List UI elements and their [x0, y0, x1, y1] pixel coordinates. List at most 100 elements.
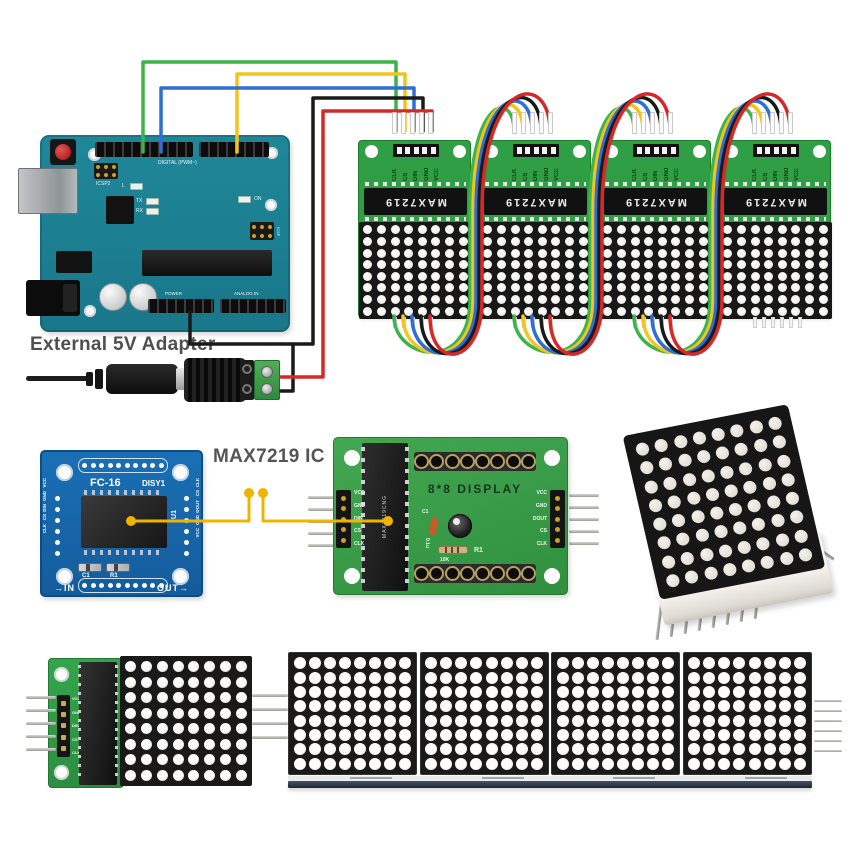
led-dot: [702, 565, 719, 581]
header-pin: [26, 696, 56, 699]
pin-label-vcc: VCC: [554, 168, 560, 181]
led-dot: [751, 517, 767, 533]
led-dot: [603, 260, 613, 270]
led-dot: [818, 225, 828, 235]
icsp-label: ICSP: [276, 227, 281, 237]
header-pin: [308, 544, 334, 547]
led-dot: [141, 692, 153, 704]
led-dot: [698, 283, 708, 293]
led-dot: [616, 260, 626, 270]
led-dot: [793, 743, 806, 756]
led-dot: [616, 295, 626, 305]
led-dot: [431, 260, 441, 270]
led-dot: [571, 714, 584, 727]
c1-value: 0.1u: [424, 538, 430, 549]
led-dot: [777, 225, 787, 235]
led-dot: [125, 769, 137, 781]
led-dot: [780, 472, 796, 488]
tx-led: [146, 198, 159, 205]
led-dot: [793, 700, 806, 713]
led-dot: [763, 685, 776, 698]
led-dot: [524, 248, 534, 258]
matrix-socket-bottom: [414, 564, 536, 583]
led-dot: [524, 236, 534, 246]
led-dot: [219, 738, 231, 750]
led-dot: [141, 676, 153, 688]
header-pin: [26, 709, 56, 712]
led-dot: [384, 700, 397, 713]
matrix-panel-1: [288, 652, 417, 775]
voltage-regulator: [56, 251, 92, 273]
led-dot: [417, 283, 427, 293]
led-dot: [736, 260, 746, 270]
pin-label-din: DIN: [773, 170, 779, 181]
terminal-screw: [261, 383, 273, 395]
led-dot: [172, 692, 184, 704]
led-dot: [685, 260, 695, 270]
pin-stub: [522, 317, 526, 328]
led-dot: [671, 306, 681, 316]
pin-label-cs: CS: [42, 514, 47, 521]
led-dot: [698, 225, 708, 235]
led-dot: [688, 700, 701, 713]
led-dot: [125, 707, 137, 719]
led-dot: [425, 700, 438, 713]
led-dot: [617, 714, 630, 727]
led-dot: [530, 671, 543, 684]
chip-pins-bottom: [84, 550, 164, 555]
resistor-r1: [438, 546, 468, 554]
led-dot: [354, 700, 367, 713]
led-dot: [431, 306, 441, 316]
led-dot: [399, 657, 412, 670]
led-dot: [703, 757, 716, 770]
led-dot: [369, 743, 382, 756]
led-dot: [586, 729, 599, 742]
led-dot: [578, 295, 588, 305]
led-dot: [485, 757, 498, 770]
led-dot: [308, 657, 321, 670]
led-dot: [376, 248, 386, 258]
dupont-sleeve: [392, 112, 397, 134]
led-dot: [723, 260, 733, 270]
jack-face: [240, 360, 254, 400]
led-dot: [717, 543, 734, 559]
r1-label: R1: [110, 573, 118, 579]
max7219-ic: MAX7219: [604, 188, 707, 215]
led-dot: [204, 738, 216, 750]
led-dot: [769, 513, 786, 529]
led-dot: [363, 260, 373, 270]
led-dot: [713, 524, 729, 540]
pin-label-cs: CS: [642, 172, 649, 181]
led-dot: [565, 271, 575, 281]
led-dot: [524, 283, 534, 293]
led-dot: [778, 700, 791, 713]
led-dot: [440, 714, 453, 727]
led-dot: [510, 271, 520, 281]
pin-label-gnd: GND: [354, 502, 366, 509]
led-dot: [308, 671, 321, 684]
led-dot: [125, 738, 137, 750]
led-dot: [688, 657, 701, 670]
led-dot: [736, 283, 746, 293]
pin-label-clk: CLK: [752, 168, 758, 181]
led-dot: [775, 453, 792, 469]
led-dot: [363, 306, 373, 316]
led-dot: [657, 236, 667, 246]
led-dot: [777, 260, 787, 270]
led-dot: [750, 306, 760, 316]
pin-stub: [402, 317, 406, 328]
led-dot: [698, 260, 708, 270]
led-dot: [404, 225, 414, 235]
mounting-hole: [172, 464, 189, 481]
led-dot: [500, 671, 513, 684]
pin-stub: [513, 317, 517, 328]
pin-stub: [531, 317, 535, 328]
led-dot: [515, 671, 528, 684]
led-dot: [656, 535, 673, 551]
led-dot: [733, 743, 746, 756]
led-dot: [777, 306, 787, 316]
led-dot: [601, 729, 614, 742]
header-pin: [569, 518, 599, 521]
led-dot: [156, 723, 168, 735]
